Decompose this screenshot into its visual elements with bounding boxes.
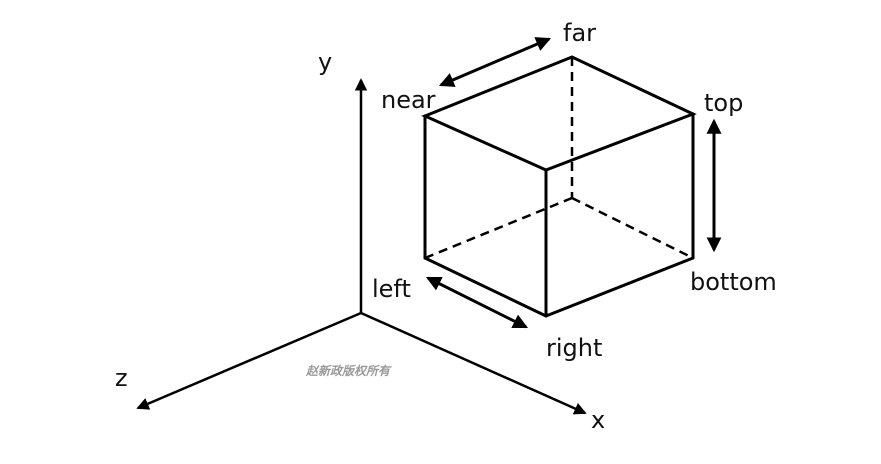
bottom-label: bottom: [690, 268, 777, 296]
x-axis-label: x: [591, 406, 605, 434]
right-label: right: [546, 334, 602, 362]
cube-visible-edges: [421, 55, 697, 318]
y-axis-label: y: [318, 48, 332, 76]
near-label: near: [381, 86, 436, 114]
hidden-edge-back: [571, 196, 694, 260]
coordinate-axes: [136, 78, 587, 415]
left-label: left: [372, 275, 411, 303]
far-label: far: [563, 19, 596, 47]
dimension-arrows: [425, 37, 722, 329]
left-right-arrow: [425, 276, 529, 329]
cube-edge-bottom-right: [544, 256, 695, 318]
top-label: top: [704, 89, 743, 117]
z-axis: [136, 311, 362, 410]
x-axis: [360, 311, 587, 415]
watermark-text: 赵新政版权所有: [305, 364, 392, 378]
cube-hidden-edges: [424, 57, 694, 260]
near-far-arrow: [438, 37, 552, 87]
z-axis-label: z: [115, 364, 128, 392]
hidden-edge-left: [424, 196, 573, 260]
